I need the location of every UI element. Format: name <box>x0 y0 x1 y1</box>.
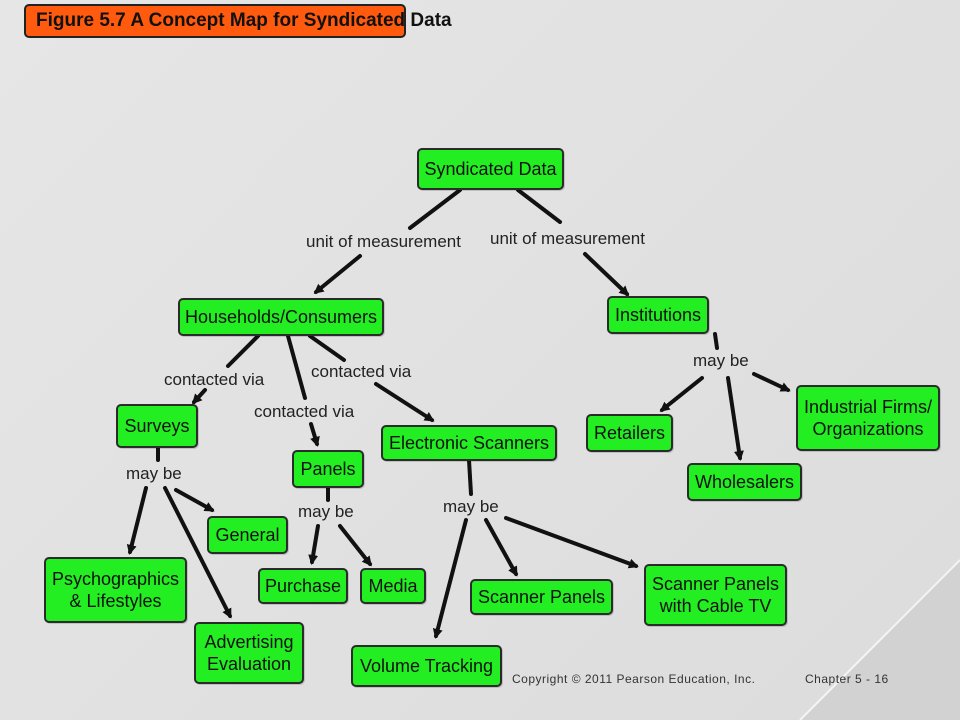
node-purchase: Purchase <box>258 568 348 604</box>
node-psychographics-lifestyles: Psychographics & Lifestyles <box>44 557 187 623</box>
node-households-consumers: Households/Consumers <box>178 298 384 336</box>
node-wholesalers: Wholesalers <box>687 463 802 501</box>
label-may-be-surveys: may be <box>126 464 182 483</box>
label-may-be-panels: may be <box>298 502 354 521</box>
node-scanner-panels: Scanner Panels <box>470 579 613 615</box>
node-surveys: Surveys <box>116 404 198 448</box>
node-institutions: Institutions <box>607 296 709 334</box>
node-electronic-scanners: Electronic Scanners <box>381 425 557 461</box>
node-media: Media <box>360 568 426 604</box>
label-unit-of-measurement-left: unit of measurement <box>306 232 461 251</box>
label-contacted-via-surveys: contacted via <box>164 370 265 389</box>
label-unit-of-measurement-right: unit of measurement <box>490 229 645 248</box>
label-contacted-via-scanners: contacted via <box>311 362 412 381</box>
label-may-be-institutions: may be <box>693 351 749 370</box>
node-panels: Panels <box>292 450 364 488</box>
node-volume-tracking: Volume Tracking <box>351 645 502 687</box>
node-industrial-firms: Industrial Firms/ Organizations <box>796 385 940 451</box>
node-general: General <box>207 516 288 554</box>
footer-chapter: Chapter 5 - 16 <box>805 672 889 686</box>
node-advertising-evaluation: Advertising Evaluation <box>194 622 304 684</box>
label-contacted-via-panels: contacted via <box>254 402 355 421</box>
figure-title: Figure 5.7 A Concept Map for Syndicated … <box>24 4 452 38</box>
node-retailers: Retailers <box>586 414 673 452</box>
label-may-be-scanners: may be <box>443 497 499 516</box>
page-curl-decoration <box>799 559 960 720</box>
node-syndicated-data: Syndicated Data <box>417 148 564 190</box>
node-scanner-panels-cable-tv: Scanner Panels with Cable TV <box>644 564 787 626</box>
footer-copyright: Copyright © 2011 Pearson Education, Inc. <box>512 672 756 686</box>
